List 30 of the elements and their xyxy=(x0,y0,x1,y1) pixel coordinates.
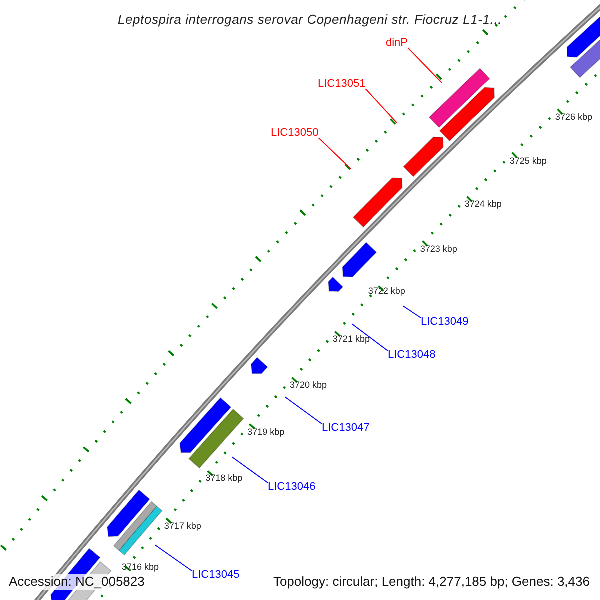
leader-line xyxy=(402,306,422,318)
leader-line xyxy=(154,544,192,572)
tick-label: 3717 kbp xyxy=(164,520,202,531)
tick-label: 3726 kbp xyxy=(555,112,592,122)
leader-line xyxy=(352,324,388,352)
tick-label: 3718 kbp xyxy=(206,473,243,484)
gene-label: LIC13048 xyxy=(388,349,436,362)
gene-label: LIC13049 xyxy=(421,316,469,329)
gene-label: LIC13050 xyxy=(271,127,319,140)
gene-label: LIC13051 xyxy=(318,78,366,91)
tick-label: 3719 kbp xyxy=(248,426,285,437)
tick-label: 3720 kbp xyxy=(290,380,328,390)
accession-label: Accession: NC_005823 xyxy=(7,574,147,590)
genome-summary: Topology: circular; Length: 4,277,185 bp; Genes: 3,436 xyxy=(271,574,592,590)
gene-label: LIC13046 xyxy=(268,481,316,494)
tick-label: 3723 kbp xyxy=(420,244,458,254)
tick-label: 3716 kbp xyxy=(122,562,160,572)
leader-line xyxy=(284,396,322,424)
gene-label: LIC13045 xyxy=(192,569,240,582)
tick-label: 3725 kbp xyxy=(510,156,547,166)
leader-line xyxy=(408,48,442,84)
gene-label: LIC13047 xyxy=(322,422,370,435)
tick-label: 3722 kbp xyxy=(368,286,406,296)
leader-line xyxy=(365,88,398,124)
map-title: Leptospira interrogans serovar Copenhageni str. Fiocruz L1-1... xyxy=(116,11,504,29)
leader-line xyxy=(232,456,268,484)
tick-label: 3721 kbp xyxy=(332,334,370,344)
tick-label: 3724 kbp xyxy=(464,199,502,210)
gene-label: dinP xyxy=(386,37,408,50)
leader-line xyxy=(318,138,352,170)
